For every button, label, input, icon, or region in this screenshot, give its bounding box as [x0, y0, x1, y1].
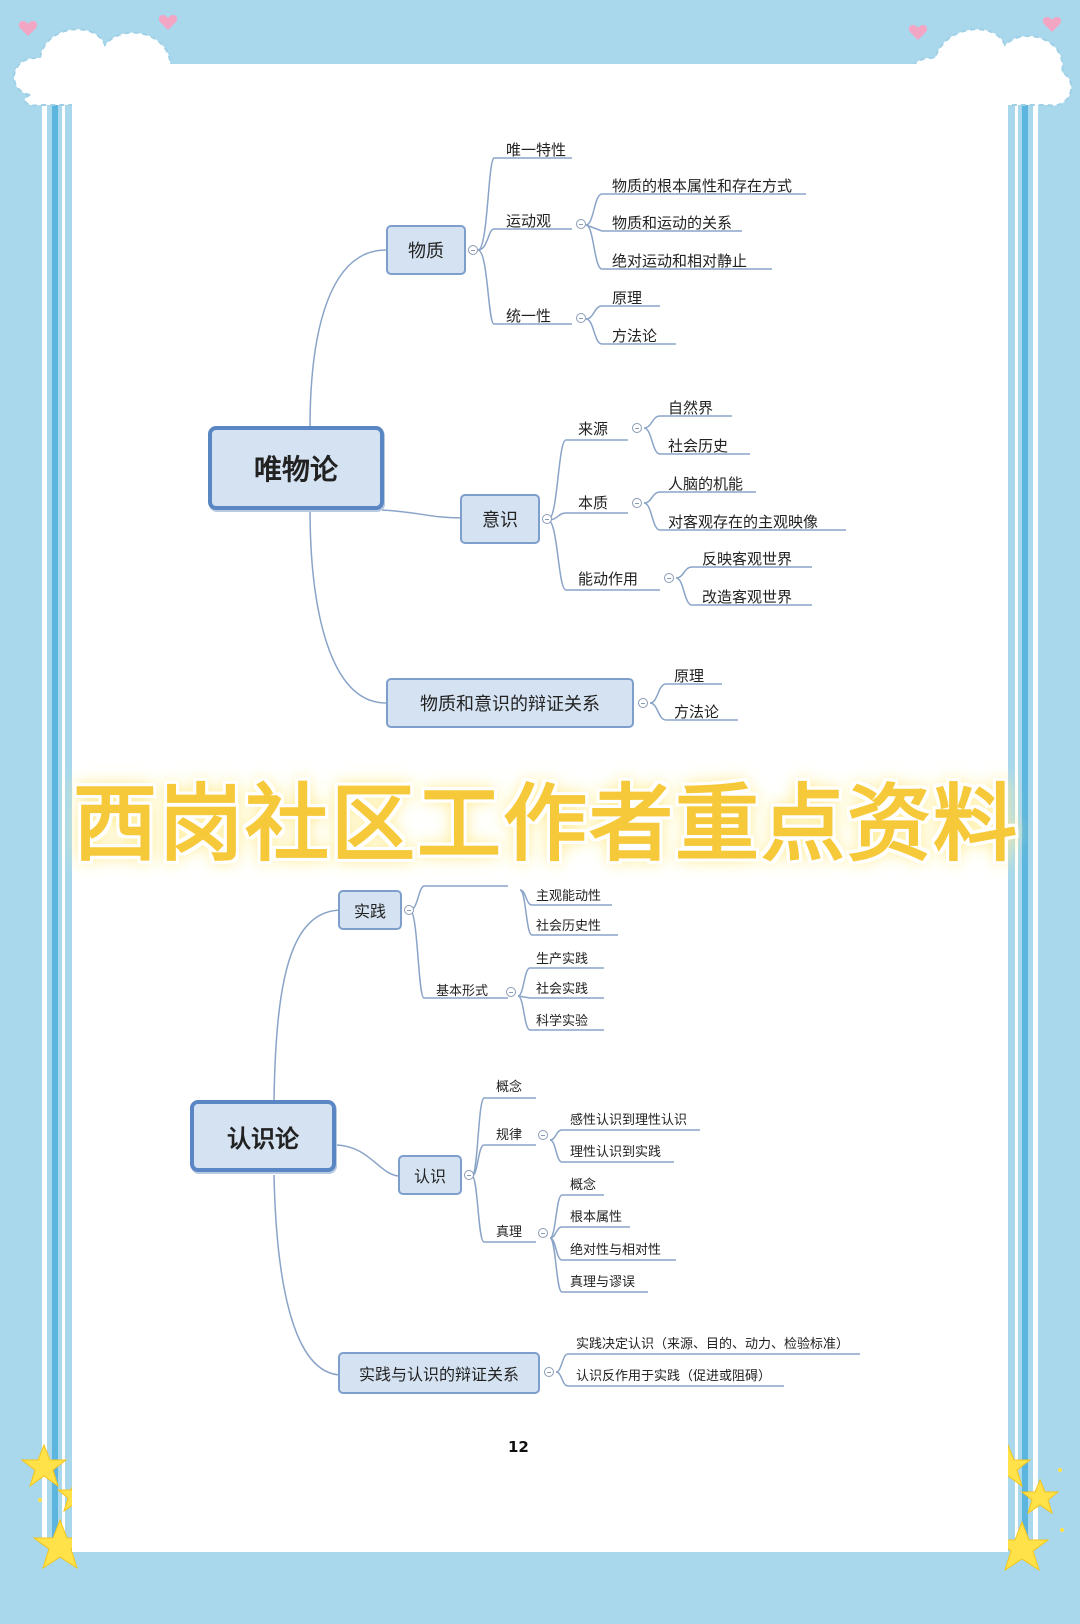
truth-item-2: 根本属性	[570, 1210, 623, 1225]
truth-item-4: 真理与谬误	[570, 1275, 636, 1290]
relation1-item-1: 原理	[674, 667, 705, 685]
collapse-icon[interactable]	[464, 1170, 474, 1180]
unity-item-2: 方法论	[612, 327, 658, 345]
heart-icon	[158, 15, 178, 30]
law-item-2: 理性认识到实践	[570, 1145, 662, 1160]
collapse-icon[interactable]	[404, 905, 414, 915]
label-basic-forms: 基本形式	[436, 984, 489, 999]
watermark-banner: 西岗社区工作者重点资料	[73, 774, 1020, 873]
heart-icon	[18, 21, 38, 36]
heart-icon	[1042, 17, 1062, 32]
practice-trait-1: 主观能动性	[536, 889, 602, 904]
motion-item-2: 物质和运动的关系	[612, 214, 733, 232]
agency-item-1: 反映客观世界	[702, 550, 793, 568]
node-matter-consciousness-relation: 物质和意识的辩证关系	[386, 678, 634, 728]
relation1-item-2: 方法论	[674, 703, 720, 721]
truth-item-3: 绝对性与相对性	[570, 1243, 662, 1258]
heart-icon	[908, 25, 928, 40]
origin-item-2: 社会历史	[668, 437, 729, 455]
node-practice: 实践	[338, 890, 402, 930]
node-practice-cognition-relation: 实践与认识的辩证关系	[338, 1352, 540, 1394]
collapse-icon[interactable]	[576, 313, 586, 323]
label-agency: 能动作用	[578, 570, 639, 588]
label-unity: 统一性	[506, 307, 552, 325]
collapse-icon[interactable]	[506, 987, 516, 997]
node-consciousness: 意识	[460, 494, 540, 544]
relation2-item-2: 认识反作用于实践（促进或阻碍）	[576, 1369, 772, 1384]
label-uniqueness: 唯一特性	[506, 141, 567, 159]
label-concept: 概念	[496, 1080, 523, 1095]
forms-item-3: 科学实验	[536, 1014, 589, 1029]
collapse-icon[interactable]	[664, 573, 674, 583]
relation2-item-1: 实践决定认识（来源、目的、动力、检验标准）	[576, 1337, 850, 1352]
unity-item-1: 原理	[612, 289, 643, 307]
essence-item-2: 对客观存在的主观映像	[668, 513, 819, 531]
collapse-icon[interactable]	[632, 423, 642, 433]
star-icon	[1020, 1478, 1060, 1515]
label-truth: 真理	[496, 1225, 523, 1240]
collapse-icon[interactable]	[538, 1130, 548, 1140]
motion-item-1: 物质的根本属性和存在方式	[612, 177, 793, 195]
origin-item-1: 自然界	[668, 399, 714, 417]
truth-item-1: 概念	[570, 1178, 597, 1193]
document-page	[72, 64, 1008, 1552]
star-icon	[20, 1443, 68, 1488]
label-origin: 来源	[578, 420, 609, 438]
collapse-icon[interactable]	[544, 1367, 554, 1377]
agency-item-2: 改造客观世界	[702, 588, 793, 606]
label-law: 规律	[496, 1128, 523, 1143]
page-number: 12	[508, 1438, 529, 1456]
practice-trait-2: 社会历史性	[536, 919, 602, 934]
collapse-icon[interactable]	[542, 514, 552, 524]
label-essence: 本质	[578, 494, 609, 512]
node-matter: 物质	[386, 225, 466, 275]
root-node-epistemology: 认识论	[190, 1100, 336, 1172]
motion-item-3: 绝对运动和相对静止	[612, 252, 748, 270]
essence-item-1: 人脑的机能	[668, 475, 744, 493]
law-item-1: 感性认识到理性认识	[570, 1113, 688, 1128]
collapse-icon[interactable]	[538, 1228, 548, 1238]
label-motion: 运动观	[506, 212, 552, 230]
collapse-icon[interactable]	[576, 219, 586, 229]
root-node-materialism: 唯物论	[208, 426, 384, 510]
collapse-icon[interactable]	[468, 245, 478, 255]
node-cognition: 认识	[398, 1155, 462, 1195]
collapse-icon[interactable]	[638, 698, 648, 708]
forms-item-2: 社会实践	[536, 982, 589, 997]
forms-item-1: 生产实践	[536, 952, 589, 967]
collapse-icon[interactable]	[632, 498, 642, 508]
